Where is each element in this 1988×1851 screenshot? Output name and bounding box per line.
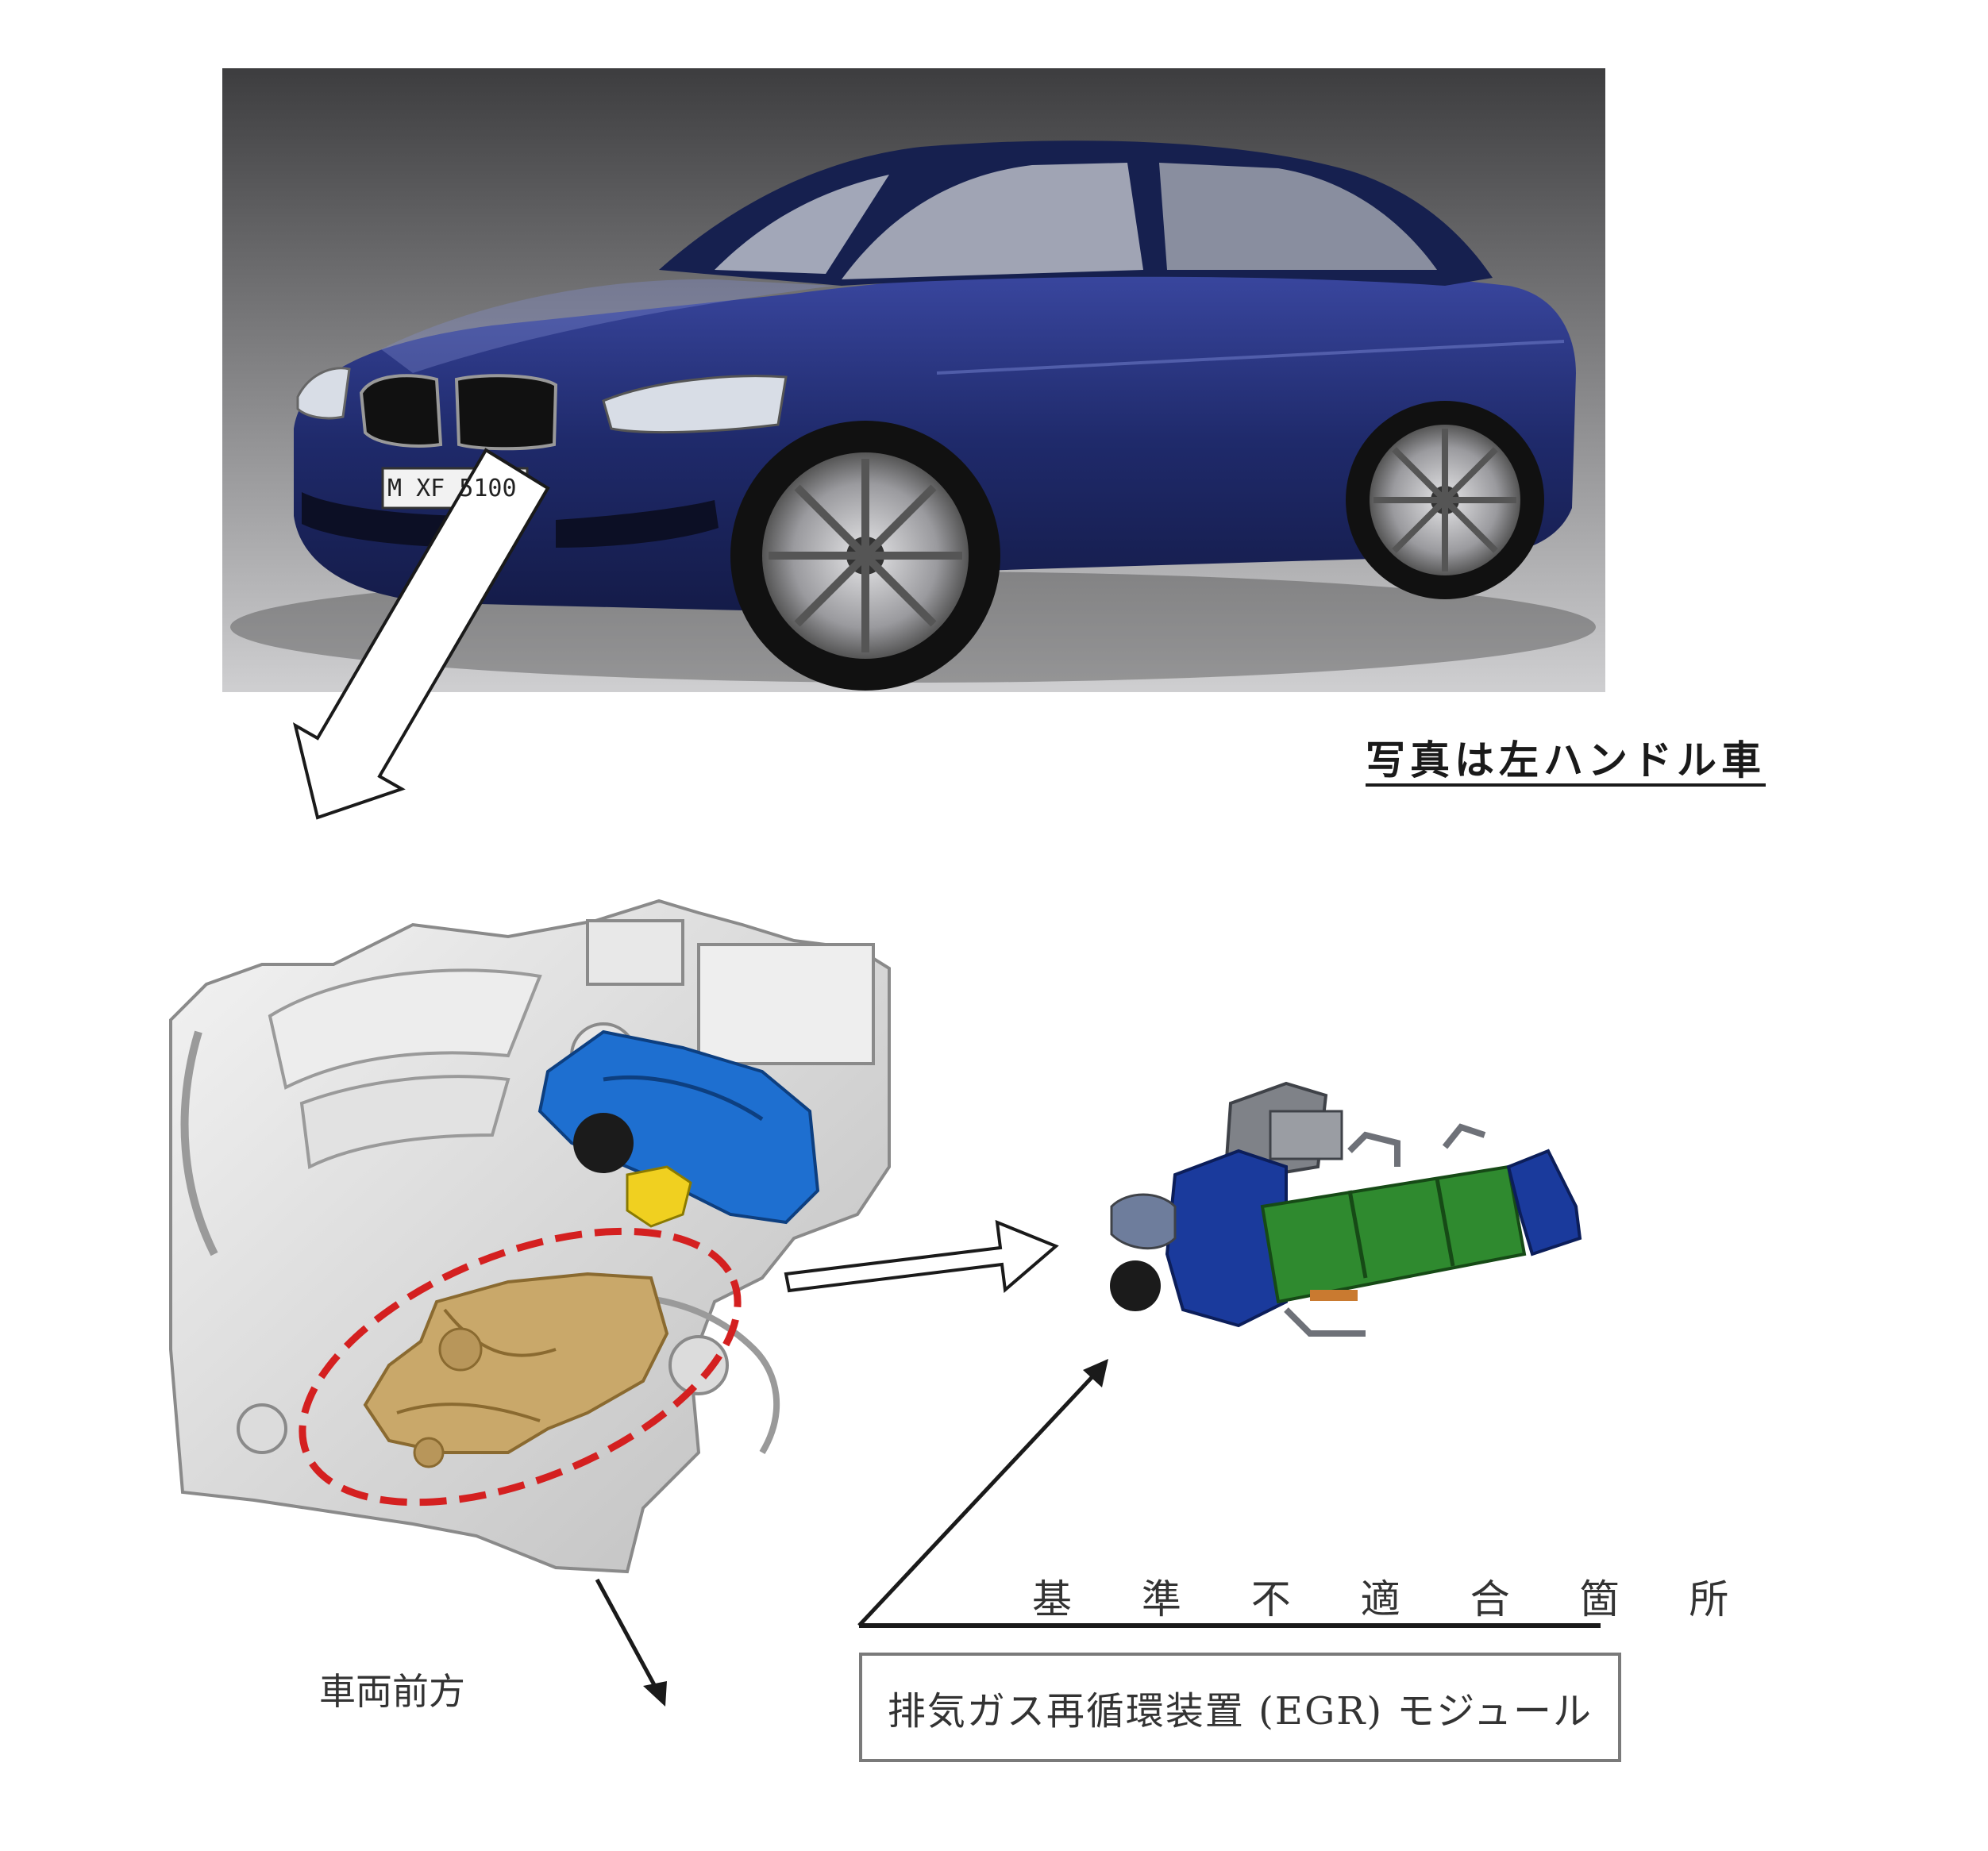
egr-module-callout: 排気ガス再循環装置 (EGR) モジュール bbox=[859, 1653, 1621, 1762]
vehicle-front-label: 車両前方 bbox=[319, 1670, 465, 1713]
lhd-photo-note: 写真は左ハンドル車 bbox=[1366, 737, 1766, 783]
car-to-engine-arrow bbox=[292, 448, 550, 820]
car-photo bbox=[222, 68, 1605, 692]
defect-pointer-arrow bbox=[857, 1359, 1108, 1627]
engine-to-module-arrow bbox=[784, 1219, 1059, 1293]
defect-location-title: 基 準 不 適 合 箇 所 bbox=[1032, 1576, 1758, 1622]
egr-module-label: 排気ガス再循環装置 (EGR) モジュール bbox=[887, 1689, 1593, 1734]
defect-highlight-ellipse bbox=[299, 1227, 742, 1507]
engine-illustration bbox=[169, 899, 891, 1574]
egr-module-illustration bbox=[1110, 1081, 1582, 1337]
license-plate-text: M XF 5100 bbox=[387, 475, 517, 502]
vehicle-front-arrow bbox=[595, 1578, 667, 1707]
